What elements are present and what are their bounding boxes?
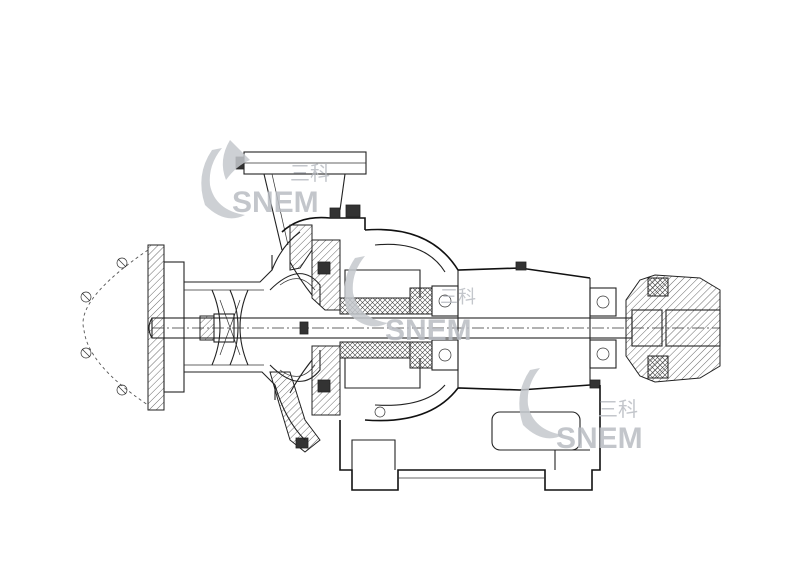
bolt-hole-icon [116,257,128,269]
watermark-cn-text: 三科 [290,161,330,185]
watermark-cn-text: 三科 [598,397,638,421]
volute-casing [269,216,366,453]
watermark-logo-bottom: 三科 SNEM [519,368,643,455]
bolt-hole-icon [80,347,92,359]
bolt-hole-icon [80,291,92,303]
oil-plug-icon [374,406,386,418]
bolt-hole-icon [116,384,128,396]
suction-chamber [184,255,276,400]
watermark-en-text: SNEM [385,314,472,347]
suction-flange [80,244,185,411]
mechanical-seal [311,204,421,416]
pump-pedestal [339,385,601,491]
watermark-en-text: SNEM [556,422,643,455]
watermark-cn-text: 三科 [440,287,476,308]
pump-shaft [148,313,633,343]
watermark-logo-top: 三科 SNEM [201,140,330,219]
bearing-outboard [589,287,617,369]
watermark-en-text: SNEM [232,186,319,219]
bearing-frame [364,228,617,422]
watermark-logo-middle: 三科 SNEM [344,256,476,347]
shaft-coupling [625,274,721,383]
